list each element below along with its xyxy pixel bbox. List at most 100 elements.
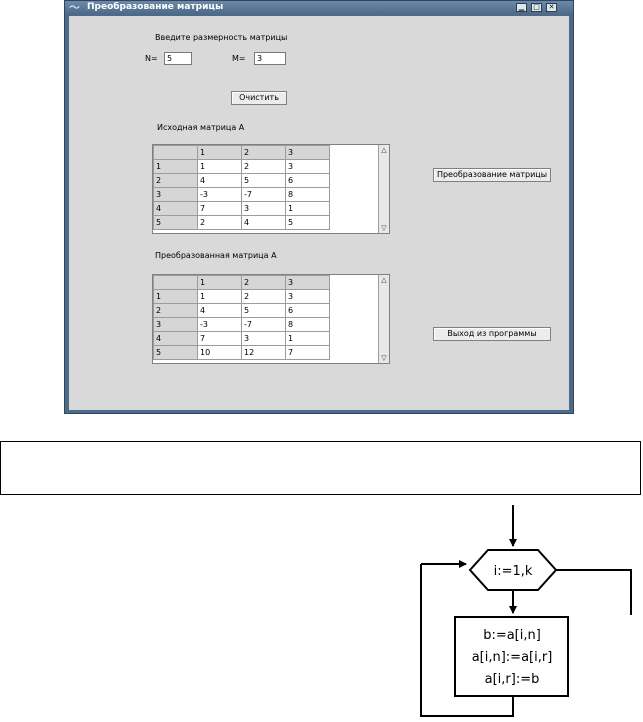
row-header: 2 <box>153 173 198 188</box>
m-input[interactable]: 3 <box>254 52 286 65</box>
matrix-cell[interactable]: 4 <box>197 173 242 188</box>
transform-button[interactable]: Преобразование матрицы <box>433 168 551 182</box>
row-header: 5 <box>153 345 198 360</box>
table-row: 5 2 4 5 <box>153 215 330 230</box>
clear-button[interactable]: Очистить <box>231 91 287 105</box>
matrix-cell[interactable]: -7 <box>241 317 286 332</box>
matrix-cell[interactable]: 5 <box>241 303 286 318</box>
loop-exit-line <box>556 569 632 615</box>
matrix-cell[interactable]: 1 <box>197 159 242 174</box>
row-header: 1 <box>153 289 198 304</box>
scroll-up-icon[interactable]: △ <box>381 146 387 154</box>
matrix-cell[interactable]: 12 <box>241 345 286 360</box>
matrix-cell[interactable]: 4 <box>241 215 286 230</box>
matrix-cell[interactable]: 2 <box>241 159 286 174</box>
source-vertical-scrollbar[interactable]: △ ▽ <box>378 145 389 233</box>
row-header: 3 <box>153 317 198 332</box>
scroll-down-icon[interactable]: ▽ <box>381 354 387 362</box>
flowchart: i:=1,k b:=a[i,n] a[i,n]:=a[i,r] a[i,r]:=… <box>420 505 632 717</box>
source-matrix-label: Исходная матрица А <box>157 123 245 132</box>
result-matrix-grid[interactable]: 1 2 3 1 1 2 3 2 4 5 6 3 -3 <box>152 274 390 364</box>
matrix-cell[interactable]: 6 <box>285 303 330 318</box>
table-row: 2 4 5 6 <box>153 173 330 188</box>
table-row: 2 4 5 6 <box>153 303 330 318</box>
process-line-1: b:=a[i,n] <box>483 628 541 643</box>
matrix-cell[interactable]: 3 <box>285 289 330 304</box>
matrix-cell[interactable]: 1 <box>197 289 242 304</box>
table-row: 1 1 2 3 <box>153 159 330 174</box>
corner-cell <box>153 275 198 290</box>
process-block <box>454 616 569 697</box>
matrix-cell[interactable]: 2 <box>241 289 286 304</box>
matrix-cell[interactable]: 1 <box>285 201 330 216</box>
row-header: 4 <box>153 201 198 216</box>
row-header: 1 <box>153 159 198 174</box>
table-row: 1 1 2 3 <box>153 289 330 304</box>
matrix-cell[interactable]: 5 <box>285 215 330 230</box>
row-header: 2 <box>153 303 198 318</box>
matrix-cell[interactable]: -3 <box>197 317 242 332</box>
header-row: 1 2 3 <box>153 145 330 160</box>
row-header: 3 <box>153 187 198 202</box>
matrix-cell[interactable]: 7 <box>197 201 242 216</box>
matrix-cell[interactable]: 3 <box>241 331 286 346</box>
n-label: N= <box>145 54 158 63</box>
col-header: 1 <box>197 275 242 290</box>
row-header: 4 <box>153 331 198 346</box>
col-header: 3 <box>285 275 330 290</box>
row-header: 5 <box>153 215 198 230</box>
col-header: 1 <box>197 145 242 160</box>
close-button[interactable]: ✕ <box>546 3 557 12</box>
title-bar[interactable]: 〜 Преобразование матрицы ▁ □ ✕ <box>65 1 573 14</box>
result-vertical-scrollbar[interactable]: △ ▽ <box>378 275 389 363</box>
minimize-icon: ▁ <box>518 3 525 11</box>
process-line-2: a[i,n]:=a[i,r] <box>472 650 553 665</box>
n-input[interactable]: 5 <box>164 52 192 65</box>
source-matrix-grid[interactable]: 1 2 3 1 1 2 3 2 4 5 6 3 -3 <box>152 144 390 234</box>
result-matrix-label: Преобразованная матрица А <box>155 251 277 260</box>
col-header: 3 <box>285 145 330 160</box>
matrix-cell[interactable]: 8 <box>285 317 330 332</box>
col-header: 2 <box>241 275 286 290</box>
result-matrix-table: 1 2 3 1 1 2 3 2 4 5 6 3 -3 <box>153 275 330 360</box>
m-label: M= <box>232 54 246 63</box>
window-title: Преобразование матрицы <box>87 2 224 12</box>
loop-label: i:=1,k <box>494 564 533 579</box>
table-row: 4 7 3 1 <box>153 331 330 346</box>
window-client-area: Введите размерность матрицы N= 5 M= 3 Оч… <box>69 16 569 410</box>
matrix-cell[interactable]: 3 <box>285 159 330 174</box>
empty-frame <box>0 441 641 495</box>
table-row: 3 -3 -7 8 <box>153 317 330 332</box>
matrix-cell[interactable]: 7 <box>197 331 242 346</box>
corner-cell <box>153 145 198 160</box>
scroll-up-icon[interactable]: △ <box>381 276 387 284</box>
table-row: 3 -3 -7 8 <box>153 187 330 202</box>
matrix-cell[interactable]: 1 <box>285 331 330 346</box>
table-row: 5 10 12 7 <box>153 345 330 360</box>
exit-button[interactable]: Выход из программы <box>433 327 551 341</box>
col-header: 2 <box>241 145 286 160</box>
header-row: 1 2 3 <box>153 275 330 290</box>
matrix-cell[interactable]: -7 <box>241 187 286 202</box>
matrix-cell[interactable]: 2 <box>197 215 242 230</box>
matrix-cell[interactable]: 5 <box>241 173 286 188</box>
maximize-button[interactable]: □ <box>531 3 542 12</box>
matrix-cell[interactable]: 7 <box>285 345 330 360</box>
matrix-cell[interactable]: 3 <box>241 201 286 216</box>
scroll-down-icon[interactable]: ▽ <box>381 224 387 232</box>
source-matrix-table: 1 2 3 1 1 2 3 2 4 5 6 3 -3 <box>153 145 330 230</box>
close-icon: ✕ <box>548 3 555 11</box>
matrix-cell[interactable]: -3 <box>197 187 242 202</box>
app-window: 〜 Преобразование матрицы ▁ □ ✕ Введите р… <box>64 0 574 414</box>
maximize-icon: □ <box>533 3 540 11</box>
table-row: 4 7 3 1 <box>153 201 330 216</box>
process-line-3: a[i,r]:=b <box>485 672 540 687</box>
minimize-button[interactable]: ▁ <box>516 3 527 12</box>
loop-back-line <box>420 564 514 717</box>
size-heading: Введите размерность матрицы <box>155 33 288 42</box>
matrix-cell[interactable]: 10 <box>197 345 242 360</box>
matrix-cell[interactable]: 6 <box>285 173 330 188</box>
matrix-cell[interactable]: 8 <box>285 187 330 202</box>
matrix-cell[interactable]: 4 <box>197 303 242 318</box>
app-icon: 〜 <box>69 1 80 14</box>
